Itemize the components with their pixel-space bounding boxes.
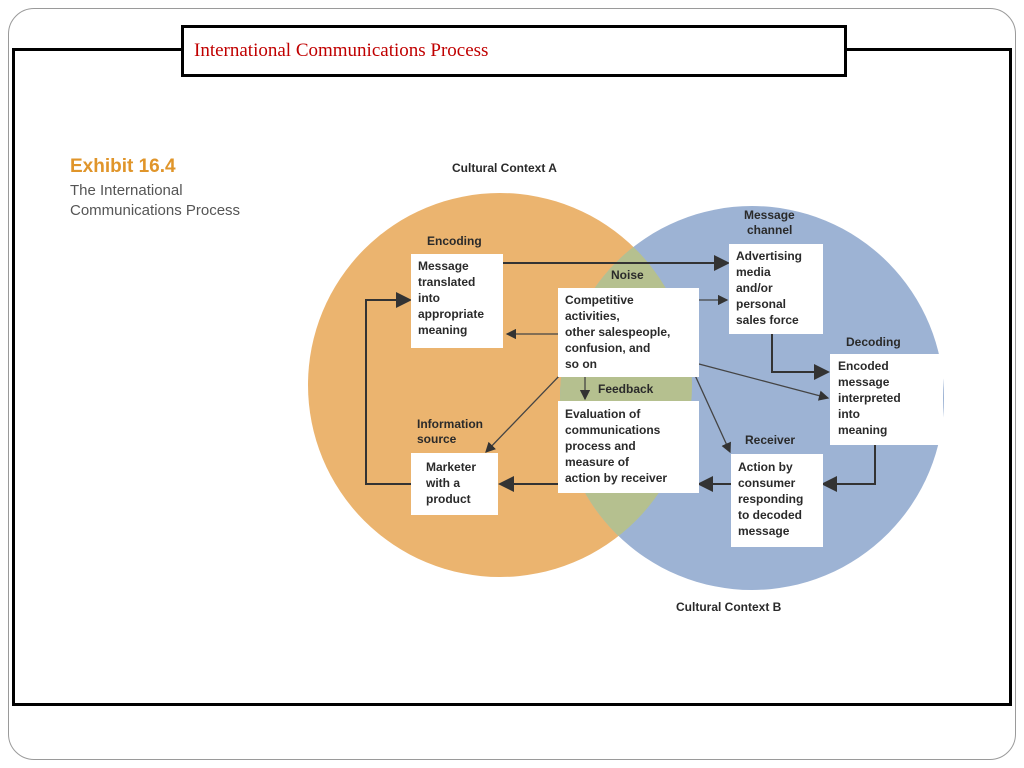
message-channel-heading: Message channel <box>744 208 798 237</box>
encoding-text: Message translated into appropriate mean… <box>418 259 487 337</box>
exhibit-title: Exhibit 16.4 <box>70 156 176 177</box>
information-source-box <box>411 453 498 515</box>
decoding-heading: Decoding <box>846 335 901 349</box>
decoding-text: Encoded message interpreted into meaning <box>838 359 904 437</box>
feedback-text: Evaluation of communications process and… <box>565 407 667 485</box>
noise-text: Competitive activities, other salespeopl… <box>565 293 674 371</box>
exhibit-subtitle: The International Communications Process <box>70 181 300 221</box>
channel-to-decoding-arrow <box>771 334 830 380</box>
decoding-to-receiver-arrow <box>821 445 876 492</box>
receiver-heading: Receiver <box>745 433 795 447</box>
feedback-box <box>558 401 699 493</box>
noise-to-source-arrow <box>485 372 563 453</box>
receiver-text: Action by consumer responding to decoded… <box>738 460 807 538</box>
exhibit-subtitle-line: Communications Process <box>70 202 241 219</box>
noise-to-receiver-arrow <box>693 372 731 454</box>
decoding-box <box>830 354 943 445</box>
feedback-heading: Feedback <box>598 382 654 396</box>
message-channel-box <box>729 244 823 334</box>
source-to-encoding-loop-arrow <box>365 292 412 485</box>
encoding-heading: Encoding <box>427 234 482 248</box>
noise-to-decoding-arrow <box>698 363 830 401</box>
noise-heading: Noise <box>611 268 644 282</box>
title-box: International Communications Process <box>181 25 847 77</box>
encoding-box <box>411 254 503 348</box>
message-channel-text: Advertising media and/or personal sales … <box>736 249 805 327</box>
receiver-box <box>731 454 823 547</box>
information-source-text: Marketer with a product <box>425 460 479 506</box>
slide-title: International Communications Process <box>194 40 489 61</box>
exhibit-subtitle-line: The International <box>70 182 183 199</box>
cultural-context-b-label: Cultural Context B <box>676 600 782 614</box>
cultural-context-a-label: Cultural Context A <box>452 161 557 175</box>
information-source-heading: Information source <box>417 417 486 446</box>
noise-box <box>558 288 699 377</box>
